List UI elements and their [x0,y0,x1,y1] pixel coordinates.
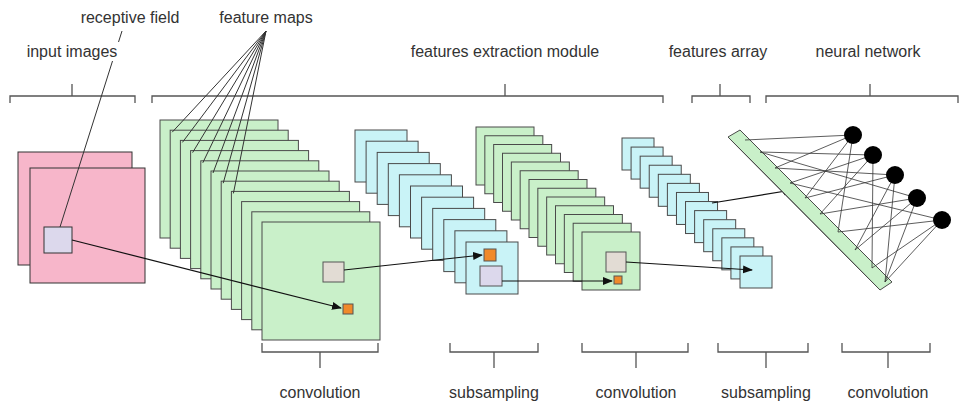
leader-line [223,31,266,183]
flow-arrow [72,240,341,308]
nn-weight [838,220,942,232]
kernel-square [606,252,626,272]
nn-weight [838,135,853,232]
bracket [718,343,808,368]
operation-label: subsampling [719,383,813,402]
flow-arrow [502,280,612,281]
flow-arrow [712,190,792,203]
leader-line [193,31,266,153]
bracket [692,84,750,103]
flow-arrow [626,262,752,270]
leader-line [233,31,266,193]
nn-weight [872,155,873,268]
bracket [766,84,958,103]
nn-weight [745,135,853,140]
operation-label: subsampling [447,383,541,402]
neuron [864,146,882,164]
leader-line [213,31,266,173]
section-label: features array [667,42,770,61]
map-layer [262,222,380,340]
nn-weight [760,152,917,198]
operation-label: convolution [846,383,931,402]
section-label: neural network [814,42,923,61]
nn-weight [775,135,853,168]
nn-weight [820,198,917,214]
output-pixel [484,249,496,261]
neuron [933,211,951,229]
bracket [842,343,930,368]
nn-weight [790,183,942,220]
nn-weight [872,220,942,268]
nn-weight [820,155,873,214]
section-label: feature maps [217,8,314,27]
bracket [10,84,135,103]
operation-label: convolution [594,383,679,402]
details [60,31,951,314]
output-pixel [343,304,353,314]
section-label: features extraction module [409,42,602,61]
section-label: receptive field [79,8,182,27]
section-label: input images [25,42,120,61]
bracket [262,343,378,368]
input-image [30,168,145,283]
map-layer [740,256,772,288]
receptive-field [44,227,72,253]
map-layer [466,242,518,294]
nn-weight [760,152,873,155]
layer-stacks [18,120,772,340]
neuron [844,126,862,144]
output-pixel [614,276,622,284]
bracket [582,343,688,368]
features-array [728,130,892,290]
neuron [886,166,904,184]
leader-line [182,31,266,142]
kernel-square [323,262,344,282]
kernel-square [480,266,502,286]
neuron [908,189,926,207]
bar-edge [728,137,880,290]
bracket [450,343,538,368]
operation-label: convolution [278,383,363,402]
flow-arrow [344,255,482,270]
nn-weight [885,220,942,282]
brackets [10,84,958,368]
